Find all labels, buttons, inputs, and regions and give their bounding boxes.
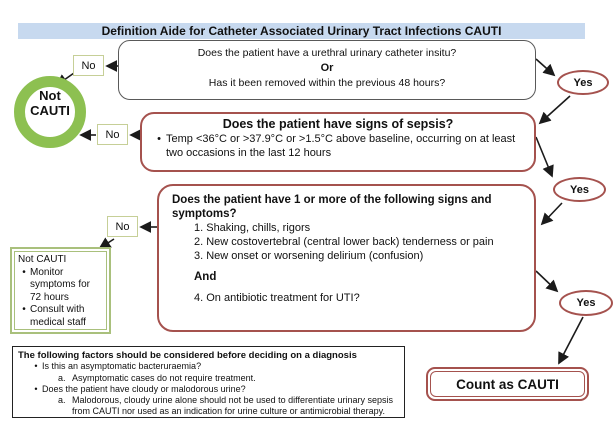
bullet-icon: •: [22, 304, 26, 315]
not-cauti-ring-label: Not CAUTI: [0, 88, 100, 118]
page-title: Definition Aide for Catheter Associated …: [18, 23, 585, 39]
factor-1-text: Is this an asymptomatic bacteruraemia?: [42, 361, 202, 372]
not-cauti-detail-bullet-2: Consult with medical staff: [30, 304, 86, 328]
yes-oval-2: Yes: [553, 177, 606, 202]
bullet-icon: •: [22, 266, 26, 278]
symptom-item-3: 3. New onset or worsening delirium (conf…: [194, 250, 424, 262]
factor-1-sub-label: a.: [58, 372, 66, 383]
question-1-line1: Does the patient have a urethral urinary…: [197, 47, 457, 59]
factor-2-sub-text: Malodorous, cloudy urine alone should no…: [72, 395, 394, 417]
arrow-q1-to-yes1: [535, 58, 556, 77]
arrow-yes2-to-q3: [540, 202, 563, 226]
no-box-3: No: [107, 216, 138, 237]
factor-1-sub-text: Asymptomatic cases do not require treatm…: [72, 372, 256, 383]
not-cauti-ring-icon: [14, 76, 86, 148]
question-2-title: Does the patient have signs of sepsis?: [222, 117, 454, 131]
bullet-icon: •: [34, 383, 38, 394]
arrow-q3-to-yes3: [535, 270, 559, 293]
question-1-or: Or: [320, 62, 334, 74]
factors-note-box: The following factors should be consider…: [12, 346, 405, 418]
and-connector: And: [194, 271, 217, 283]
not-cauti-detail-box: Not CAUTI • Monitor symptoms for 72 hour…: [10, 247, 111, 334]
question-1-line2: Has it been removed within the previous …: [208, 77, 446, 89]
symptom-item-2: 2. New costovertebral (central lower bac…: [194, 236, 494, 248]
symptom-item-1: 1. Shaking, chills, rigors: [194, 222, 311, 234]
factors-title: The following factors should be consider…: [18, 350, 357, 361]
yes-oval-3: Yes: [559, 290, 613, 316]
not-cauti-ring-text: Not CAUTI: [30, 88, 70, 118]
question-3-title: Does the patient have 1 or more of the f…: [172, 194, 492, 220]
question-box-catheter: Does the patient have a urethral urinary…: [118, 40, 536, 100]
question-box-sepsis: Does the patient have signs of sepsis? •…: [140, 112, 536, 172]
question-2-bullet: Temp <36°C or >37.9°C or >1.5°C above ba…: [166, 133, 516, 159]
count-as-cauti-box: Count as CAUTI: [426, 367, 589, 401]
arrow-yes3-to-count: [558, 316, 584, 365]
bullet-icon: •: [34, 361, 38, 372]
bullet-icon: •: [157, 133, 161, 145]
yes-oval-1: Yes: [557, 70, 609, 95]
arrow-yes1-to-q2: [538, 95, 571, 125]
not-cauti-detail-bullet-1: Monitor symptoms for 72 hours: [30, 266, 91, 303]
question-box-symptoms: Does the patient have 1 or more of the f…: [157, 184, 536, 332]
factor-2-sub-label: a.: [58, 395, 66, 406]
symptom-item-4: 4. On antibiotic treatment for UTI?: [194, 292, 360, 304]
count-as-cauti-label: Count as CAUTI: [430, 371, 585, 397]
not-cauti-detail-title: Not CAUTI: [18, 254, 67, 265]
arrow-q2-to-yes2: [535, 136, 554, 178]
no-box-1: No: [73, 55, 104, 76]
no-box-2: No: [97, 124, 128, 145]
factor-2-text: Does the patient have cloudy or malodoro…: [42, 383, 246, 394]
